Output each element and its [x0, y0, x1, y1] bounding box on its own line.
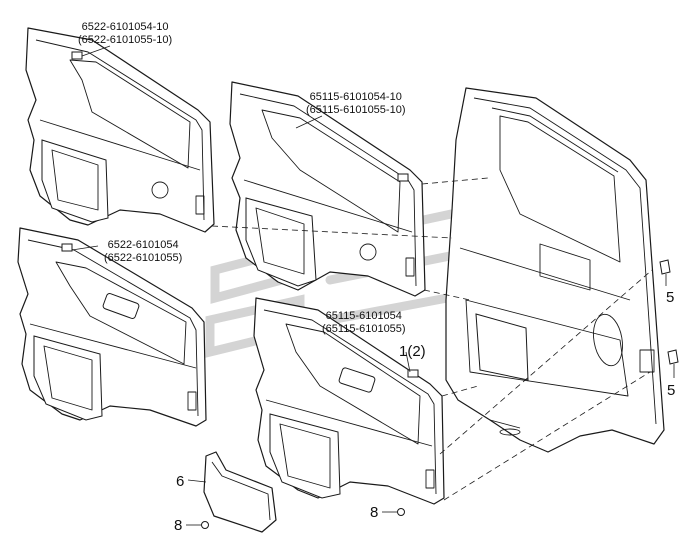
- part-number-panel-b: 65115-6101054-10 (65115-6101055-10): [306, 92, 405, 118]
- part-number-panel-c: 6522-6101054 (6522-6101055): [104, 240, 182, 266]
- part-number-panel-d: 65115-6101054 (65115-6101055): [322, 311, 406, 337]
- assembly-lines: [211, 177, 653, 501]
- pocket-insert-part-6: [187, 451, 277, 533]
- callout-item-6: 6: [176, 473, 185, 490]
- part-number-alt: (65115-6101055-10): [306, 104, 406, 116]
- part-number-alt: (6522-6101055): [104, 252, 183, 264]
- part-number-alt: (65115-6101055): [322, 323, 406, 335]
- door-panel-a: [25, 27, 215, 233]
- part-number-main: 6522-6101054: [107, 239, 179, 251]
- callout-item-8-right: 8: [370, 504, 379, 521]
- callout-item-5-upper: 5: [666, 289, 675, 306]
- screw-parts-8: [186, 508, 405, 529]
- part-number-alt: (6522-6101055-10): [78, 34, 173, 46]
- door-panel-d: [253, 297, 445, 505]
- part-number-main: 6522-6101054-10: [81, 21, 169, 33]
- door-panel-b: [229, 81, 426, 297]
- part-number-main: 65115-6101054-10: [309, 91, 402, 103]
- callout-item-8-left: 8: [174, 517, 183, 534]
- clip-parts-5: [659, 259, 679, 378]
- door-frame: [445, 87, 665, 453]
- callout-item-5-lower: 5: [667, 382, 676, 399]
- part-number-main: 65115-6101054: [325, 310, 402, 322]
- door-panel-c: [17, 227, 207, 427]
- callout-item-1-2: 1(2): [399, 343, 426, 360]
- part-number-panel-a: 6522-6101054-10 (6522-6101055-10): [78, 22, 172, 48]
